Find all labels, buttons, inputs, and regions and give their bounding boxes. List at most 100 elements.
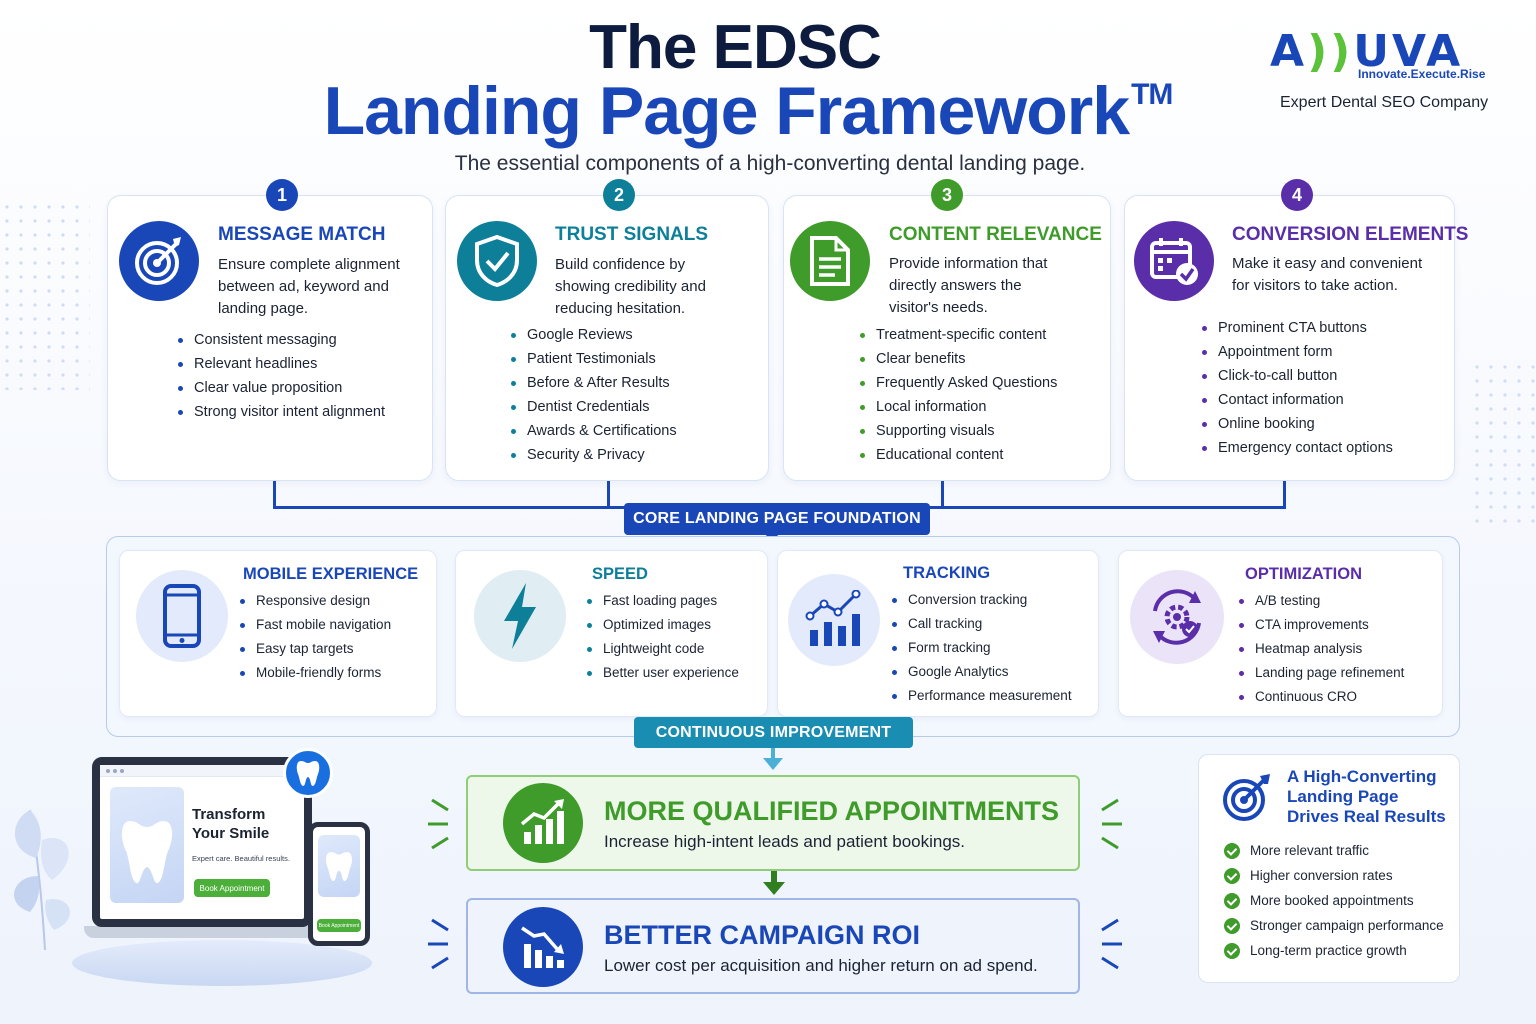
list-item-label: Long-term practice growth — [1250, 943, 1407, 958]
list-item: Local information — [858, 395, 1057, 419]
list-item: Patient Testimonials — [509, 347, 677, 371]
sparkle-accent-icon — [428, 798, 449, 850]
check-icon — [1224, 917, 1240, 934]
connector — [273, 481, 276, 508]
target-icon — [1223, 774, 1270, 821]
sparkle-accent-icon — [428, 918, 449, 970]
illustration-podium — [72, 940, 372, 986]
list-item: Dentist Credentials — [509, 395, 677, 419]
arrow-down-icon — [763, 882, 785, 895]
connector — [771, 871, 777, 883]
pillar-title: CONTENT RELEVANCE — [889, 224, 1102, 245]
pillar-description: Provide information that directly answer… — [889, 255, 1048, 316]
dot-pattern-right — [1470, 360, 1536, 530]
mockup-subtext: Expert care. Beautiful results. — [192, 854, 290, 863]
sparkle-accent-icon — [1101, 798, 1122, 850]
foundation-title: OPTIMIZATION — [1245, 565, 1363, 583]
logo-signal-mark: )) — [1307, 26, 1354, 77]
logo-text-uva: UVA — [1353, 26, 1464, 77]
list-item: Long-term practice growth — [1224, 938, 1444, 963]
lightning-icon — [474, 570, 566, 662]
title-line-1: The EDSC — [589, 13, 882, 82]
foundation-title: SPEED — [592, 565, 648, 583]
list-item: More booked appointments — [1224, 888, 1444, 913]
pillar-description: Ensure complete alignment between ad, ke… — [218, 256, 400, 317]
list-item: Google Reviews — [509, 323, 677, 347]
list-item: Prominent CTA buttons — [1200, 316, 1393, 340]
foundation-list: Responsive design Fast mobile navigation… — [240, 589, 391, 685]
result-description: Increase high-intent leads and patient b… — [604, 832, 966, 851]
list-item: Supporting visuals — [858, 419, 1057, 443]
list-item: Continuous CRO — [1239, 685, 1404, 709]
company-label: Expert Dental SEO Company — [1280, 94, 1489, 111]
phone-mockup: Book Appointment — [308, 822, 370, 946]
result-title: BETTER CAMPAIGN ROI — [604, 920, 920, 950]
list-item: Higher conversion rates — [1224, 863, 1444, 888]
list-item-label: Higher conversion rates — [1250, 868, 1393, 883]
check-icon — [1224, 842, 1240, 859]
list-item: Form tracking — [892, 636, 1072, 660]
list-item: Relevant headlines — [176, 352, 385, 376]
page-title: Landing Page FrameworkTM — [0, 72, 1496, 150]
list-item: A/B testing — [1239, 589, 1404, 613]
foundation-title: MOBILE EXPERIENCE — [243, 565, 419, 583]
list-item: Optimized images — [587, 613, 739, 637]
list-item: More relevant traffic — [1224, 838, 1444, 863]
list-item: Strong visitor intent alignment — [176, 400, 385, 424]
list-item: Emergency contact options — [1200, 436, 1393, 460]
foundation-list: Conversion tracking Call tracking Form t… — [892, 588, 1072, 708]
shield-check-icon — [457, 221, 537, 301]
continuous-label: CONTINUOUS IMPROVEMENT — [634, 717, 913, 748]
list-item: Lightweight code — [587, 637, 739, 661]
tooth-badge-icon — [283, 748, 333, 798]
pillar-list: Google Reviews Patient Testimonials Befo… — [509, 323, 677, 467]
list-item: Conversion tracking — [892, 588, 1072, 612]
mockup-headline: Transform Your Smile — [192, 806, 270, 842]
list-item: Contact information — [1200, 388, 1393, 412]
laptop-mockup: Transform Your Smile Expert care. Beauti… — [92, 757, 312, 927]
brand-logo: A))UVA Innovate.Execute.Rise — [1270, 30, 1510, 82]
list-item: Landing page refinement — [1239, 661, 1404, 685]
check-icon — [1224, 942, 1240, 959]
book-appointment-button: Book Appointment — [194, 879, 270, 897]
pillar-title: CONVERSION ELEMENTS — [1232, 224, 1469, 245]
list-item: Educational content — [858, 443, 1057, 467]
growth-chart-icon — [503, 783, 583, 863]
browser-bar — [100, 765, 304, 777]
list-item: Stronger campaign performance — [1224, 913, 1444, 938]
list-item: CTA improvements — [1239, 613, 1404, 637]
list-item: Online booking — [1200, 412, 1393, 436]
list-item: Performance measurement — [892, 684, 1072, 708]
list-item-label: Stronger campaign performance — [1250, 918, 1444, 933]
connector — [941, 481, 944, 508]
list-item: Clear value proposition — [176, 376, 385, 400]
list-item-label: More booked appointments — [1250, 893, 1414, 908]
list-item: Appointment form — [1200, 340, 1393, 364]
connector — [1283, 481, 1286, 508]
list-item: Frequently Asked Questions — [858, 371, 1057, 395]
plant-leaves-icon — [14, 809, 70, 950]
list-item: Clear benefits — [858, 347, 1057, 371]
pillar-number-4: 4 — [1281, 179, 1313, 211]
arrow-down-icon — [763, 758, 783, 770]
list-item: Easy tap targets — [240, 637, 391, 661]
tooth-image — [110, 787, 184, 903]
pillar-title: TRUST SIGNALS — [555, 224, 709, 245]
pillar-list: Prominent CTA buttons Appointment form C… — [1200, 316, 1393, 460]
list-item: Consistent messaging — [176, 328, 385, 352]
pillar-list: Treatment-specific content Clear benefit… — [858, 323, 1057, 467]
subtitle: The essential components of a high-conve… — [454, 152, 1086, 175]
foundation-list: A/B testing CTA improvements Heatmap ana… — [1239, 589, 1404, 709]
target-icon — [119, 221, 199, 301]
document-icon — [790, 221, 870, 301]
connector — [771, 748, 775, 760]
foundation-label: CORE LANDING PAGE FOUNDATION — [624, 503, 930, 535]
trademark: TM — [1131, 78, 1173, 111]
dot-pattern-left — [0, 200, 90, 390]
list-item: Better user experience — [587, 661, 739, 685]
foundation-list: Fast loading pages Optimized images Ligh… — [587, 589, 739, 685]
pillar-description: Make it easy and convenient for visitors… — [1232, 255, 1423, 294]
pillar-list: Consistent messaging Relevant headlines … — [176, 328, 385, 424]
pillar-title: MESSAGE MATCH — [218, 224, 386, 245]
phone-book-button: Book Appointment — [317, 919, 361, 932]
